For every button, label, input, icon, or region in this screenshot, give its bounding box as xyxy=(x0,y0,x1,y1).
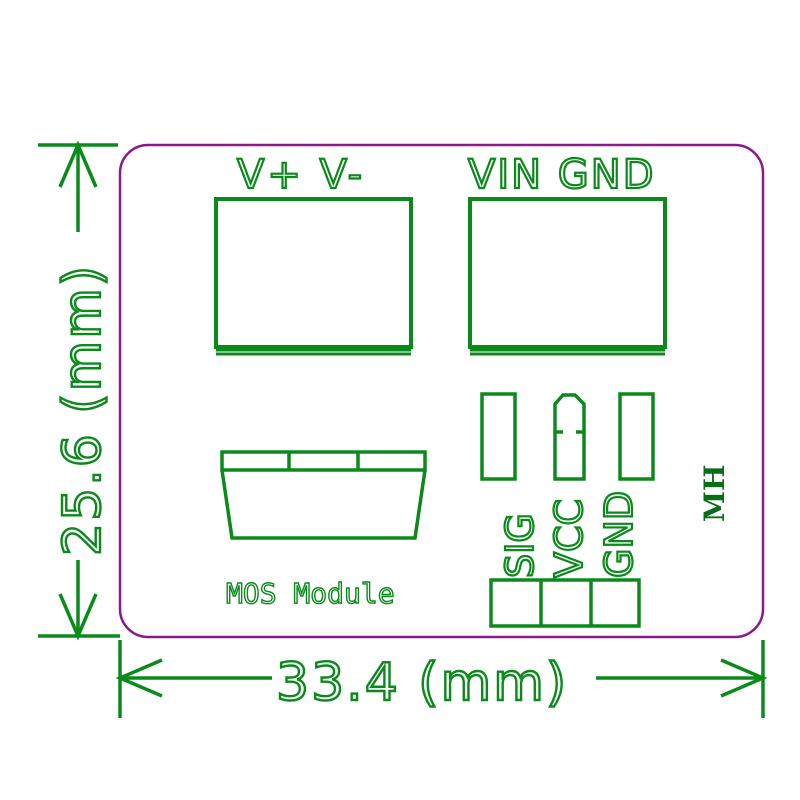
terminal-left-labels: V+ V- xyxy=(237,152,365,198)
terminal-block-right xyxy=(468,197,667,356)
terminal-block-left xyxy=(214,197,413,356)
dimension-width-label: 33.4 (mm) xyxy=(276,653,568,713)
dimension-height-label: 25.6 (mm) xyxy=(53,264,113,556)
board-outline xyxy=(118,143,765,639)
pin-label-vcc: VCC xyxy=(547,499,591,578)
dimension-width xyxy=(115,640,768,718)
pin-label-gnd: GND xyxy=(597,491,641,578)
header-connector xyxy=(489,578,641,628)
terminal-right-labels: VIN GND xyxy=(468,152,656,198)
pin-label-sig: SIG xyxy=(498,513,542,578)
module-label: MOS Module xyxy=(226,577,395,610)
dimension-height xyxy=(38,140,120,641)
mh-label: MH xyxy=(698,465,731,522)
pad-gnd xyxy=(618,392,655,481)
pad-vcc xyxy=(553,393,586,481)
mosfet-package xyxy=(220,450,427,540)
pad-sig xyxy=(480,392,517,481)
header-pads xyxy=(480,392,655,481)
